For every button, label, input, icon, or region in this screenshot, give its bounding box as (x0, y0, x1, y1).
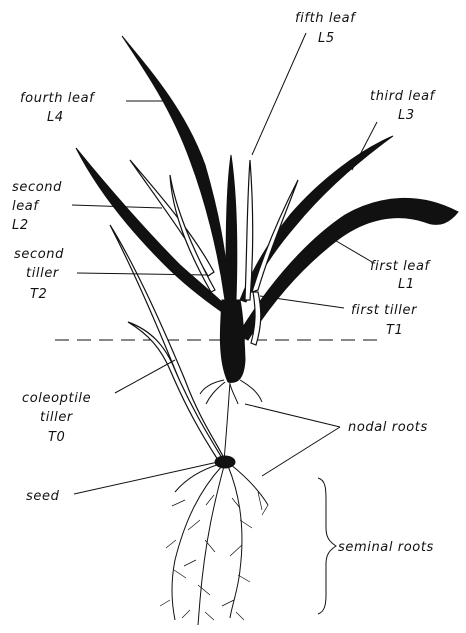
label-first-leaf: first leaf (370, 259, 432, 274)
seminal-roots-brace (318, 478, 336, 614)
tiller-t0 (128, 322, 222, 460)
label-second-tiller-line1: second (14, 247, 64, 262)
label-seminal-roots: seminal roots (338, 540, 434, 555)
label-third-leaf-code: L3 (398, 108, 415, 123)
nodal-roots (200, 380, 262, 404)
label-fifth-leaf: fifth leaf (295, 11, 357, 26)
label-seed: seed (26, 489, 60, 504)
label-coleoptile-tiller-line2: tiller (40, 410, 74, 425)
leaf-l5 (245, 160, 253, 300)
label-second-tiller-code: T2 (30, 287, 47, 302)
label-second-leaf-line2: leaf (12, 199, 40, 214)
label-nodal-roots: nodal roots (348, 420, 428, 435)
leaf-center (226, 155, 237, 300)
label-second-leaf-line1: second (12, 180, 62, 195)
label-fourth-leaf: fourth leaf (20, 91, 96, 106)
label-third-leaf: third leaf (370, 89, 437, 104)
label-first-leaf-code: L1 (398, 277, 415, 292)
main-stem (220, 300, 245, 382)
label-second-tiller-line2: tiller (26, 266, 60, 281)
label-coleoptile-tiller-code: T0 (48, 430, 65, 445)
label-first-tiller: first tiller (351, 303, 418, 318)
subcrown-internode (224, 382, 230, 460)
label-fourth-leaf-code: L4 (47, 110, 64, 125)
seminal-roots (160, 464, 268, 625)
label-fifth-leaf-code: L5 (318, 31, 335, 46)
label-first-tiller-code: T1 (386, 323, 403, 338)
label-coleoptile-tiller-line1: coleoptile (22, 391, 91, 406)
label-second-leaf-code: L2 (12, 218, 29, 233)
